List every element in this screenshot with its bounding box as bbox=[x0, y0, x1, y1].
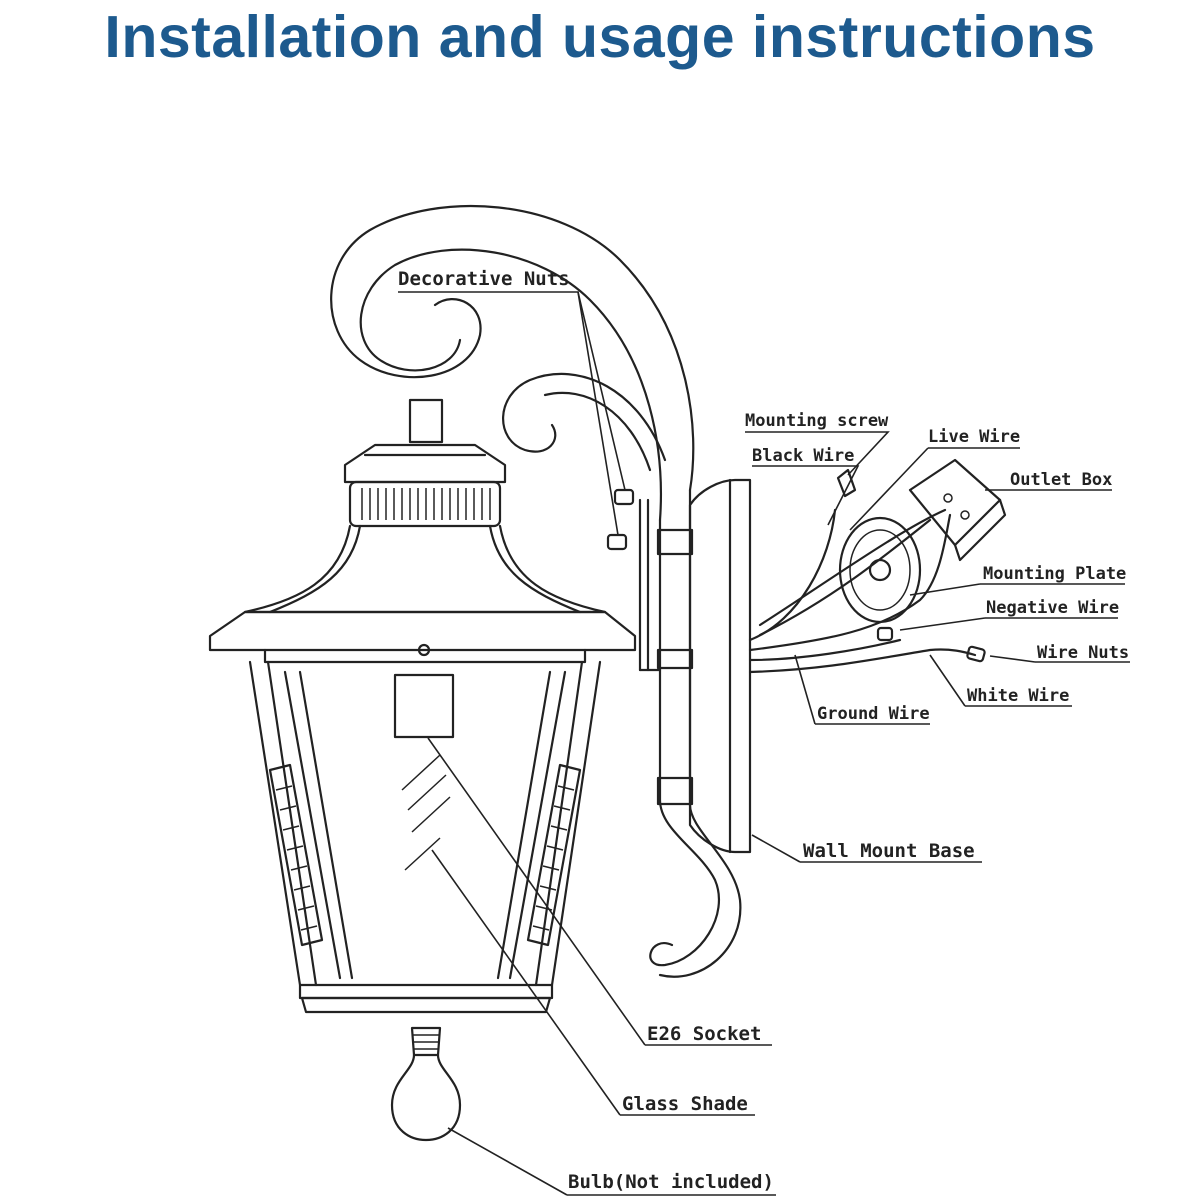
label-mounting-screw: Mounting screw bbox=[745, 411, 889, 431]
label-decorative-nuts: Decorative Nuts bbox=[398, 268, 570, 290]
label-mounting-plate: Mounting Plate bbox=[983, 564, 1126, 584]
decorative-nuts bbox=[606, 488, 635, 551]
decorative-arm bbox=[330, 204, 742, 978]
e26-socket-shape bbox=[393, 673, 455, 739]
wiring-assembly bbox=[748, 458, 1007, 674]
wall-mount-base-shape bbox=[688, 478, 752, 854]
lantern-body bbox=[208, 443, 637, 1014]
page-title: Installation and usage instructions bbox=[104, 4, 1096, 70]
leader-lines bbox=[398, 291, 1130, 1196]
side-louvres bbox=[268, 763, 582, 947]
bulb-shape bbox=[390, 1026, 462, 1142]
label-wall-mount-base: Wall Mount Base bbox=[803, 840, 975, 862]
label-white-wire: White Wire bbox=[967, 686, 1069, 706]
label-live-wire: Live Wire bbox=[928, 427, 1020, 447]
label-negative-wire: Negative Wire bbox=[986, 598, 1119, 618]
label-e26-socket: E26 Socket bbox=[647, 1023, 761, 1045]
label-ground-wire: Ground Wire bbox=[817, 704, 930, 724]
label-wire-nuts: Wire Nuts bbox=[1037, 643, 1129, 663]
label-glass-shade: Glass Shade bbox=[622, 1093, 748, 1115]
label-bulb: Bulb(Not included) bbox=[568, 1171, 774, 1193]
vent-slats bbox=[361, 488, 491, 520]
label-black-wire: Black Wire bbox=[752, 446, 854, 466]
label-outlet-box: Outlet Box bbox=[1010, 470, 1112, 490]
